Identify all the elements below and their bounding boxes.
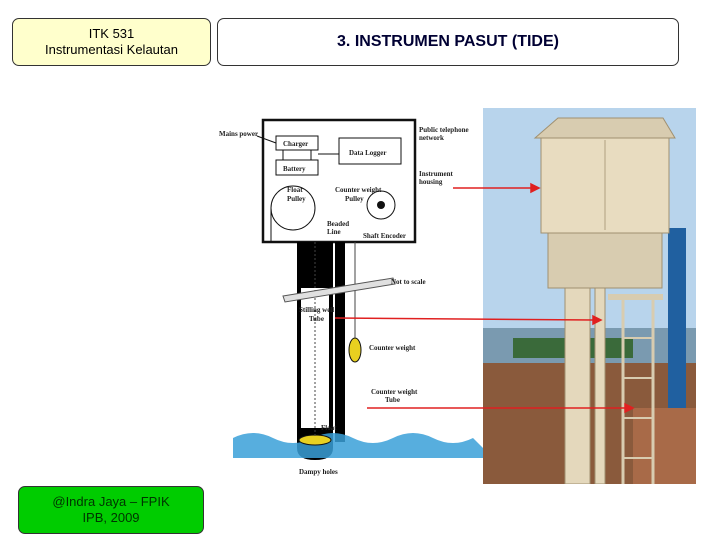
tide-gauge-figure: Mains power Charger Battery Data Logger … xyxy=(219,108,696,484)
tide-gauge-schematic: Mains power Charger Battery Data Logger … xyxy=(219,118,483,476)
label-cw-tube-1: Counter weight xyxy=(371,388,418,396)
label-charger: Charger xyxy=(283,140,308,148)
label-data-logger: Data Logger xyxy=(349,149,387,157)
label-public-network-1: Public telephone xyxy=(419,126,469,134)
slide-title: 3. INSTRUMEN PASUT (TIDE) xyxy=(337,33,559,50)
author-line-1: @Indra Jaya – FPIK xyxy=(52,494,170,509)
callout-arrows xyxy=(334,182,635,414)
label-float: Float xyxy=(321,424,337,432)
course-title-box: ITK 531 Instrumentasi Kelautan xyxy=(12,18,211,66)
label-public-network-2: network xyxy=(419,134,444,142)
label-float-pulley-1: Float xyxy=(287,186,303,194)
label-counter-weight: Counter weight xyxy=(369,344,416,352)
course-code: ITK 531 xyxy=(88,26,135,41)
slide-title-box: 3. INSTRUMEN PASUT (TIDE) xyxy=(217,18,679,66)
label-not-to-scale: Not to scale xyxy=(391,278,426,286)
label-battery: Battery xyxy=(283,165,306,173)
label-stilling-well-1: Stilling well xyxy=(299,306,334,314)
label-stilling-well-2: Tube xyxy=(309,315,324,323)
label-instrument-housing-1: Instrument xyxy=(419,170,454,178)
course-name: Instrumentasi Kelautan xyxy=(45,42,178,57)
label-float-pulley-2: Pulley xyxy=(287,195,306,203)
label-instrument-housing-2: housing xyxy=(419,178,443,186)
label-beaded-line-1: Beaded xyxy=(327,220,349,228)
label-cw-pulley-1: Counter weight xyxy=(335,186,382,194)
label-cw-pulley-2: Pulley xyxy=(345,195,364,203)
tide-gauge-photo xyxy=(483,108,696,484)
label-cw-tube-2: Tube xyxy=(385,396,400,404)
label-shaft-encoder: Shaft Encoder xyxy=(363,232,406,240)
label-mains-power: Mains power xyxy=(219,130,258,138)
label-damper-holes: Dampy holes xyxy=(299,468,338,476)
author-box: @Indra Jaya – FPIK IPB, 2009 xyxy=(18,486,204,534)
label-beaded-line-2: Line xyxy=(327,228,341,236)
author-line-2: IPB, 2009 xyxy=(82,510,140,525)
